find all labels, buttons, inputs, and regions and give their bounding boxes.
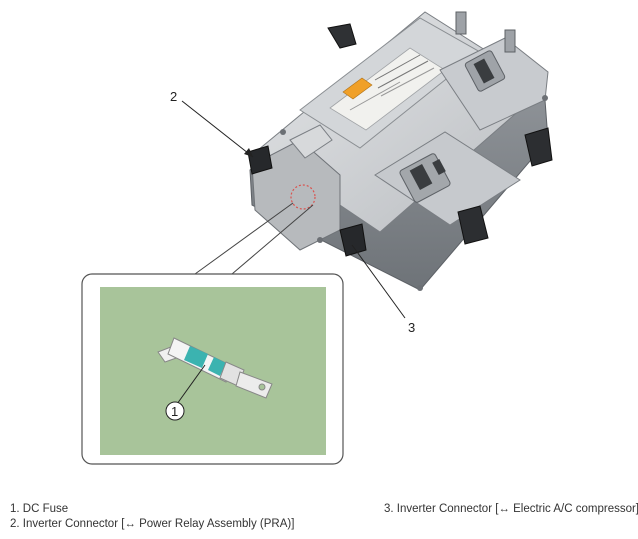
leader-line-1	[176, 364, 206, 405]
legend-right: 3. Inverter Connector [↔ Electric A/C co…	[384, 502, 638, 517]
callout-circle-1	[165, 401, 185, 421]
zoom-line-right	[231, 204, 314, 275]
legend-item-compressor-connector: 3. Inverter Connector [↔ Electric A/C co…	[384, 503, 638, 515]
dc-fuse	[157, 337, 273, 399]
leader-line-3	[351, 244, 406, 319]
callout-2: 2	[170, 89, 178, 104]
legend-item-pra-connector: 2. Inverter Connector [↔ Power Relay Ass…	[10, 518, 295, 530]
inverter-housing	[247, 11, 553, 291]
callout-3: 3	[408, 320, 416, 335]
component-illustration: 1 2 3	[81, 11, 553, 465]
legend-item-dc-fuse: 1. DC Fuse	[10, 503, 69, 515]
compressor-connector	[339, 223, 367, 257]
callout-1: 1	[171, 404, 179, 419]
inverter-drawing	[81, 11, 553, 465]
legend-left: 1. DC Fuse 2. Inverter Connector [↔ Powe…	[10, 502, 294, 532]
zoom-line-left	[194, 202, 294, 275]
fuse-location-marker	[290, 184, 316, 210]
leader-line-2	[181, 100, 254, 158]
pra-connector	[247, 145, 273, 175]
inset-detail	[81, 273, 344, 465]
